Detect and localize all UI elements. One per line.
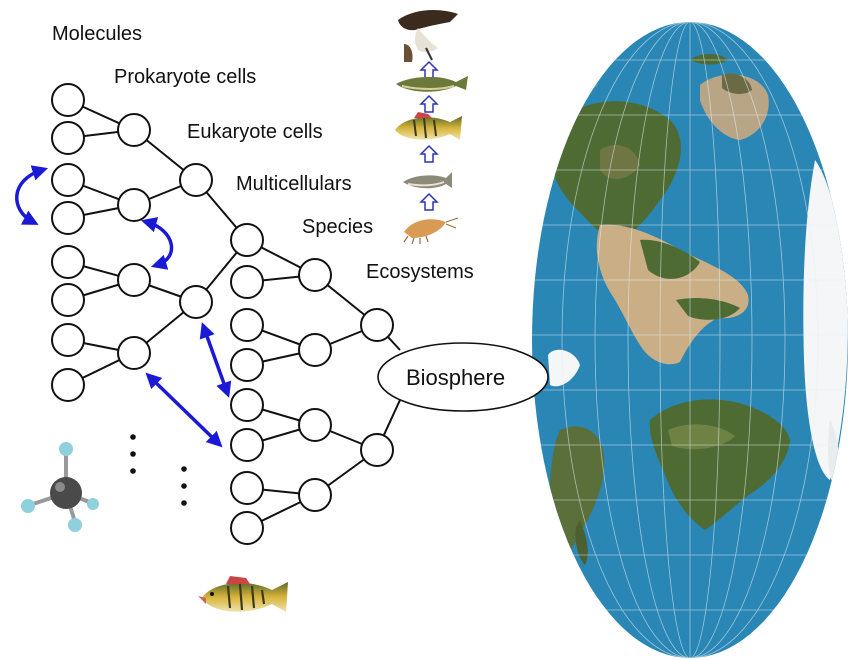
hierarchy-tree-edges bbox=[67, 99, 401, 529]
level-label-prokaryote: Prokaryote cells bbox=[114, 66, 256, 88]
continuation-dots bbox=[130, 434, 187, 506]
greenland-landmass bbox=[700, 74, 769, 140]
australia-landmass bbox=[549, 426, 605, 560]
multicellular-node bbox=[230, 511, 264, 545]
multicellular-node bbox=[230, 388, 264, 422]
multicellular-node bbox=[230, 428, 264, 462]
species-node bbox=[298, 258, 332, 292]
up-arrow-icon bbox=[419, 192, 439, 211]
double-arrow-icon bbox=[140, 217, 174, 270]
perch-fish-icon bbox=[198, 576, 288, 612]
level-label-multicellulars: Multicellulars bbox=[236, 173, 352, 195]
up-arrow-icon bbox=[419, 144, 439, 163]
level-label-species: Species bbox=[302, 216, 373, 238]
species-node bbox=[298, 478, 332, 512]
multicellular-node bbox=[230, 265, 264, 299]
prokaryote-node bbox=[117, 263, 151, 297]
molecule-node bbox=[51, 163, 85, 197]
species-node bbox=[298, 408, 332, 442]
molecule-node bbox=[51, 121, 85, 155]
minnow-fish-icon bbox=[403, 172, 452, 189]
osprey-bird-icon bbox=[398, 10, 458, 62]
perch-fish-icon bbox=[395, 112, 462, 140]
ecosystem-node bbox=[360, 308, 394, 342]
molecule-node bbox=[51, 368, 85, 402]
molecule-node bbox=[51, 323, 85, 357]
eukaryote-node bbox=[179, 285, 213, 319]
antarctica-ice bbox=[803, 160, 848, 480]
double-arrow-icon bbox=[145, 372, 223, 448]
shrimp-icon bbox=[403, 217, 459, 245]
multicellular-node bbox=[230, 308, 264, 342]
level-label-ecosystems: Ecosystems bbox=[366, 261, 474, 283]
molecule-node bbox=[51, 83, 85, 117]
double-arrow-icon bbox=[199, 322, 232, 398]
biosphere-ellipse bbox=[377, 342, 549, 412]
double-arrow-icon bbox=[15, 165, 49, 225]
up-arrow-icon bbox=[419, 94, 439, 113]
eukaryote-node bbox=[179, 163, 213, 197]
multicellular-node bbox=[230, 348, 264, 382]
up-arrow-icon bbox=[419, 60, 439, 79]
level-label-eukaryote: Eukaryote cells bbox=[187, 121, 323, 143]
multicellular-node bbox=[230, 223, 264, 257]
ecosystem-node bbox=[360, 433, 394, 467]
molecule-node bbox=[51, 201, 85, 235]
prokaryote-node bbox=[117, 188, 151, 222]
biosphere-label: Biosphere bbox=[406, 365, 505, 390]
molecule-node bbox=[51, 245, 85, 279]
pike-fish-icon bbox=[396, 76, 468, 92]
multicellular-node bbox=[230, 471, 264, 505]
hierarchy-tree-nodes bbox=[51, 83, 394, 545]
level-label-molecules: Molecules bbox=[52, 23, 142, 45]
south-america-landmass bbox=[596, 224, 749, 365]
molecule-node bbox=[51, 283, 85, 317]
methane-molecule-icon bbox=[21, 442, 99, 532]
prokaryote-node bbox=[117, 336, 151, 370]
world-map-icon bbox=[532, 22, 848, 658]
species-node bbox=[298, 333, 332, 367]
interaction-arrows bbox=[15, 165, 232, 448]
prokaryote-node bbox=[117, 113, 151, 147]
